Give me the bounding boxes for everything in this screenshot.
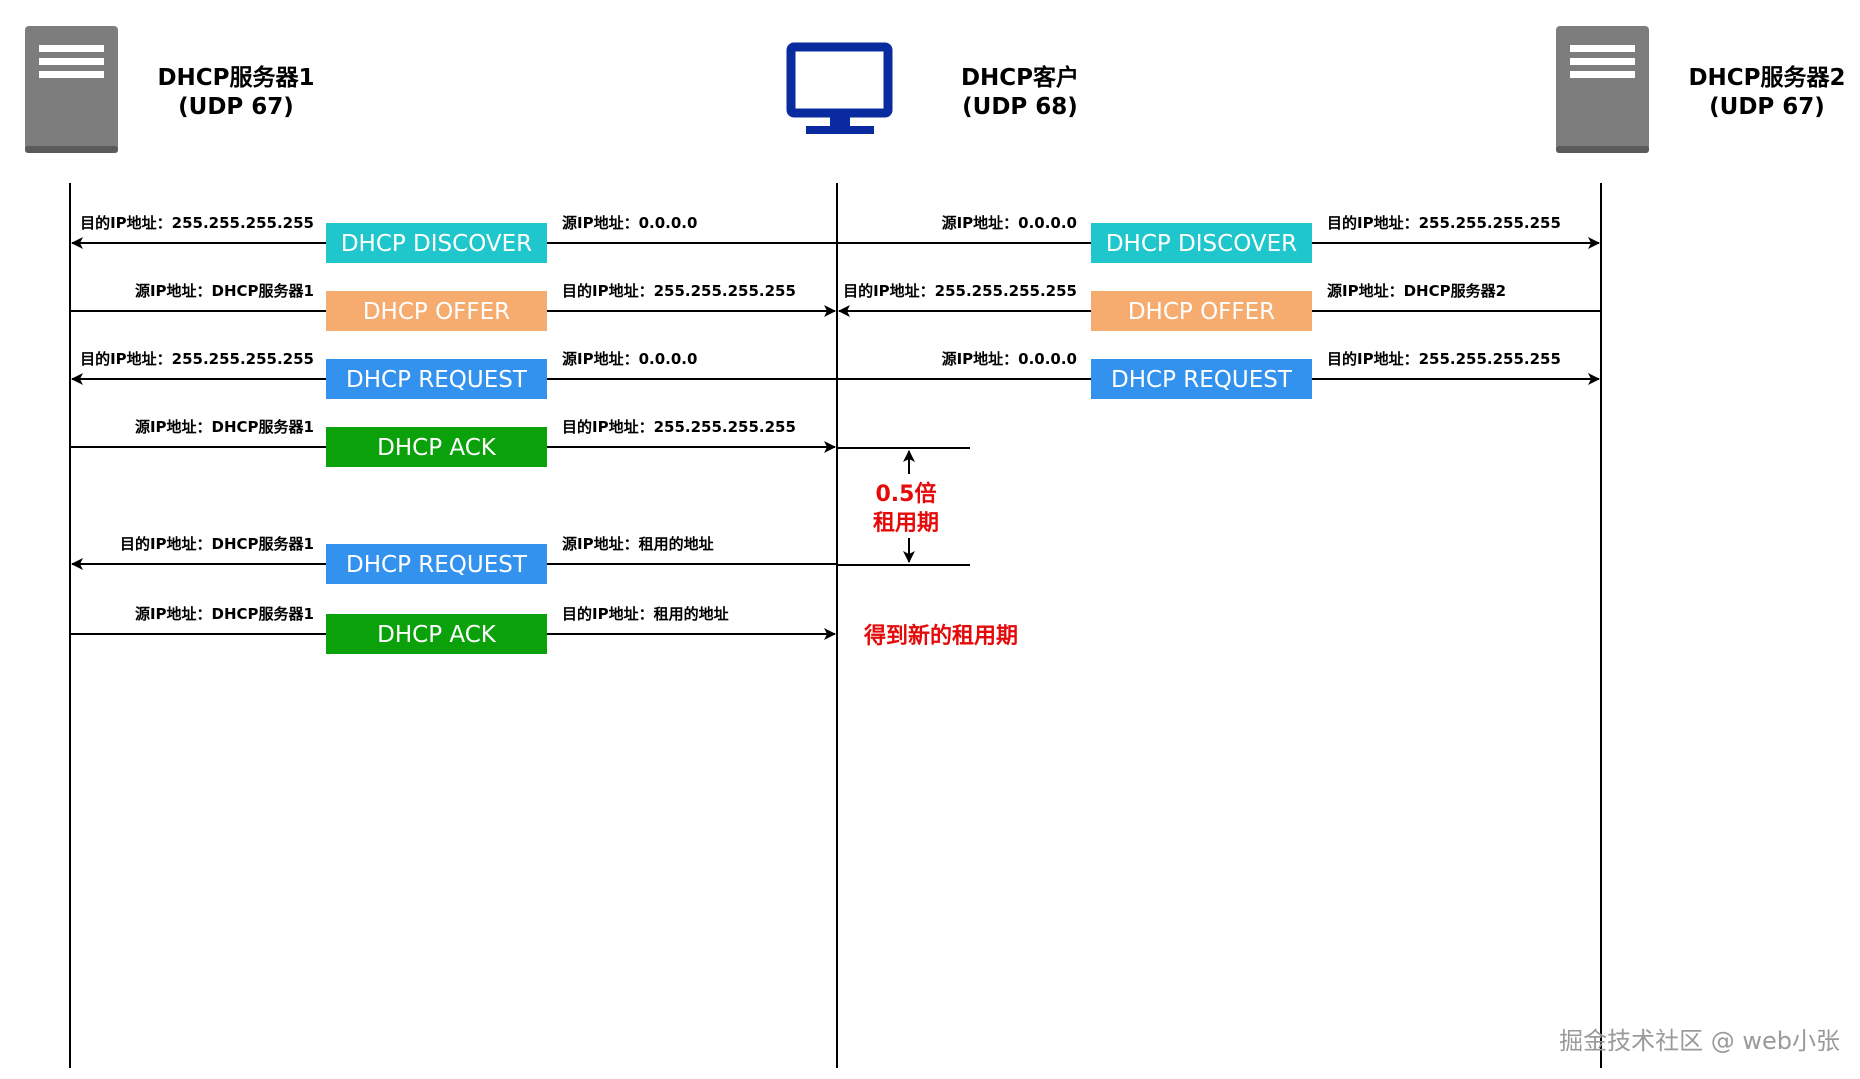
left-message-2-label: DHCP OFFER xyxy=(363,299,510,325)
right-message-2-box xyxy=(1091,291,1312,331)
left-message-1-label: DHCP DISCOVER xyxy=(341,231,532,257)
lease-note-line1: 0.5倍 xyxy=(876,481,937,507)
lease-interval-marker xyxy=(837,447,970,566)
right-message-1-client-side-address: 源IP地址：0.0.0.0 xyxy=(942,214,1077,232)
left-message-2-box xyxy=(326,291,547,331)
renew-note: 得到新的租用期 xyxy=(863,623,1018,649)
right-message-1-box xyxy=(1091,223,1312,263)
watermark: 掘金技术社区 @ web小张 xyxy=(1559,1027,1840,1055)
left-message-5-client-side-address: 源IP地址：租用的地址 xyxy=(562,535,714,553)
left-message-3-client-side-address: 源IP地址：0.0.0.0 xyxy=(562,350,697,368)
right-message-2-label: DHCP OFFER xyxy=(1128,299,1275,325)
server-2-name: DHCP服务器2 xyxy=(1688,65,1845,91)
left-message-3-server-side-address: 目的IP地址：255.255.255.255 xyxy=(80,350,314,368)
left-message-4-server-side-address: 源IP地址：DHCP服务器1 xyxy=(135,418,314,436)
client-name: DHCP客户 xyxy=(961,64,1079,91)
left-message-1-box xyxy=(326,223,547,263)
server-1-icon xyxy=(25,26,118,153)
client-port: (UDP 68) xyxy=(962,94,1078,120)
left-message-5-server-side-address: 目的IP地址：DHCP服务器1 xyxy=(120,535,314,553)
left-message-3-label: DHCP REQUEST xyxy=(346,367,528,393)
left-message-3-box xyxy=(326,359,547,399)
right-message-3-server-side-address: 目的IP地址：255.255.255.255 xyxy=(1327,350,1561,368)
left-message-1-server-side-address: 目的IP地址：255.255.255.255 xyxy=(80,214,314,232)
right-message-3-client-side-address: 源IP地址：0.0.0.0 xyxy=(942,350,1077,368)
right-message-1-label: DHCP DISCOVER xyxy=(1106,231,1297,257)
lease-note-line2: 租用期 xyxy=(873,511,939,536)
left-message-4-client-side-address: 目的IP地址：255.255.255.255 xyxy=(562,418,796,436)
left-message-6-label: DHCP ACK xyxy=(377,622,497,648)
left-message-6-server-side-address: 源IP地址：DHCP服务器1 xyxy=(135,605,314,623)
left-message-5-label: DHCP REQUEST xyxy=(346,552,528,578)
server-1-name: DHCP服务器1 xyxy=(157,65,314,91)
right-message-3-label: DHCP REQUEST xyxy=(1111,367,1293,393)
left-message-6-client-side-address: 目的IP地址：租用的地址 xyxy=(562,605,729,623)
right-message-2-server-side-address: 源IP地址：DHCP服务器2 xyxy=(1327,282,1506,300)
left-message-1-client-side-address: 源IP地址：0.0.0.0 xyxy=(562,214,697,232)
right-message-3-box xyxy=(1091,359,1312,399)
server-1-port: (UDP 67) xyxy=(178,94,294,120)
monitor-icon xyxy=(786,42,893,134)
left-message-5-box xyxy=(326,544,547,584)
right-message-2-client-side-address: 目的IP地址：255.255.255.255 xyxy=(843,282,1077,300)
right-message-1-server-side-address: 目的IP地址：255.255.255.255 xyxy=(1327,214,1561,232)
left-message-6-box xyxy=(326,614,547,654)
left-message-2-client-side-address: 目的IP地址：255.255.255.255 xyxy=(562,282,796,300)
server-2-icon xyxy=(1556,26,1649,153)
server-2-port: (UDP 67) xyxy=(1709,94,1825,120)
message-rows: DHCP DISCOVER 目的IP地址：255.255.255.255 源IP地址… xyxy=(70,214,1601,654)
left-message-2-server-side-address: 源IP地址：DHCP服务器1 xyxy=(135,282,314,300)
left-message-4-box xyxy=(326,427,547,467)
left-message-4-label: DHCP ACK xyxy=(377,435,497,461)
